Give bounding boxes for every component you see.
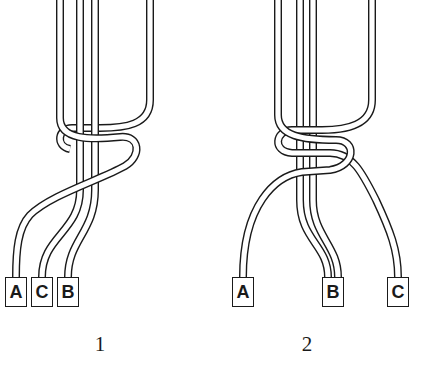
strand-letter: C: [392, 283, 405, 301]
strand-letter: C: [36, 283, 49, 301]
step-number: 1: [95, 334, 106, 355]
strand-letter: B: [327, 283, 340, 301]
strand-letter: B: [62, 283, 75, 301]
strand-end-box: C: [31, 277, 53, 307]
strand-end-box: B: [322, 277, 344, 307]
knot-step-2: [243, 0, 398, 277]
strand-end-box: C: [387, 277, 409, 307]
strand-letter: A: [237, 283, 250, 301]
strand-end-box: B: [57, 277, 79, 307]
strand-end-box: A: [232, 277, 254, 307]
strand-letter: A: [10, 283, 23, 301]
step-number: 2: [302, 334, 313, 355]
knot-step-1: [16, 0, 150, 277]
strand-end-box: A: [5, 277, 27, 307]
